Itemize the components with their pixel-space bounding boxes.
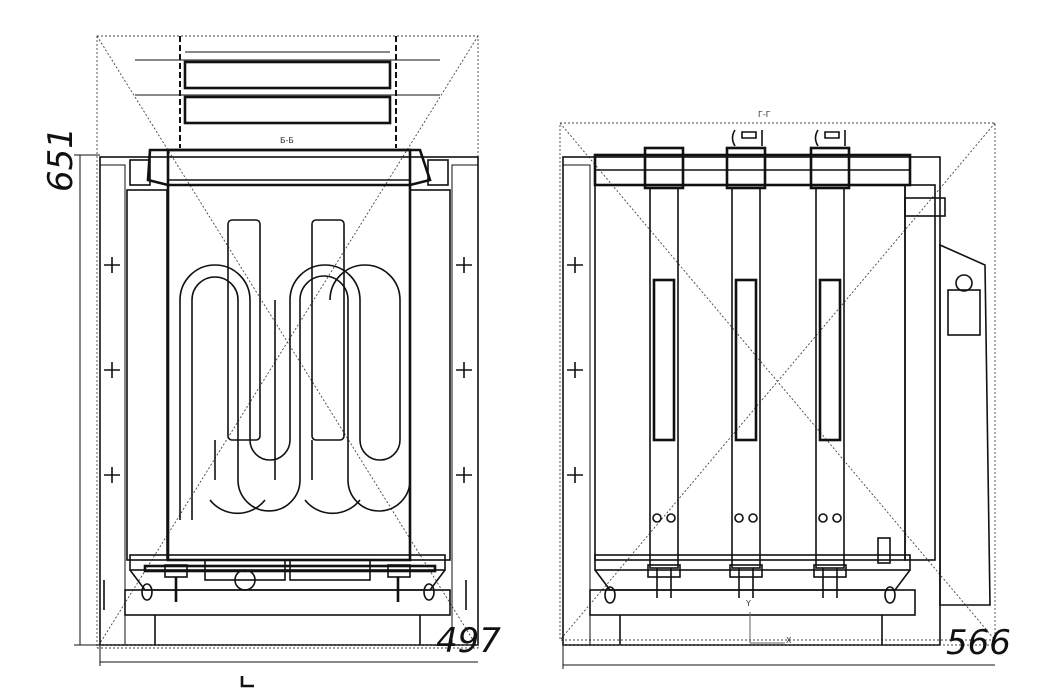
axis-x-label: X	[786, 636, 792, 645]
left-diagonal-2	[96, 35, 479, 649]
inner-chamber	[166, 148, 412, 562]
width-dimension-left: 497	[99, 621, 501, 666]
coordinate-axes: Y X	[745, 599, 792, 645]
right-view-insulation-wall	[562, 164, 591, 646]
section-label-left: Б-Б	[280, 136, 294, 145]
left-insulation-wall	[99, 164, 126, 646]
clamp	[904, 197, 946, 217]
width-dimension-right-label: 566	[946, 623, 1011, 663]
side-terminal-box	[939, 243, 991, 606]
width-dimension-left-label: 497	[436, 621, 501, 661]
right-bottom-assembly	[589, 537, 916, 645]
heating-elements	[179, 219, 411, 520]
right-outer-frame	[562, 156, 941, 646]
left-view-section: 651 497 Б-Б	[41, 35, 501, 688]
wall-bolts	[103, 257, 472, 610]
right-insulation-wall	[451, 164, 479, 646]
section-label-right: Г-Г	[758, 110, 771, 119]
axis-y-label: Y	[745, 599, 751, 608]
right-view-bounding-box	[559, 122, 996, 641]
top-duct	[135, 36, 440, 148]
right-view-section: Y X 566 Г-Г	[559, 110, 1011, 669]
bottom-assembly	[124, 554, 451, 645]
heater-rods	[643, 129, 851, 598]
width-dimension-right: 566	[562, 623, 1011, 669]
left-view-bounding-box	[96, 35, 479, 649]
height-dimension: 651	[41, 127, 100, 646]
height-dimension-label: 651	[41, 127, 81, 192]
section-mark	[240, 676, 254, 688]
